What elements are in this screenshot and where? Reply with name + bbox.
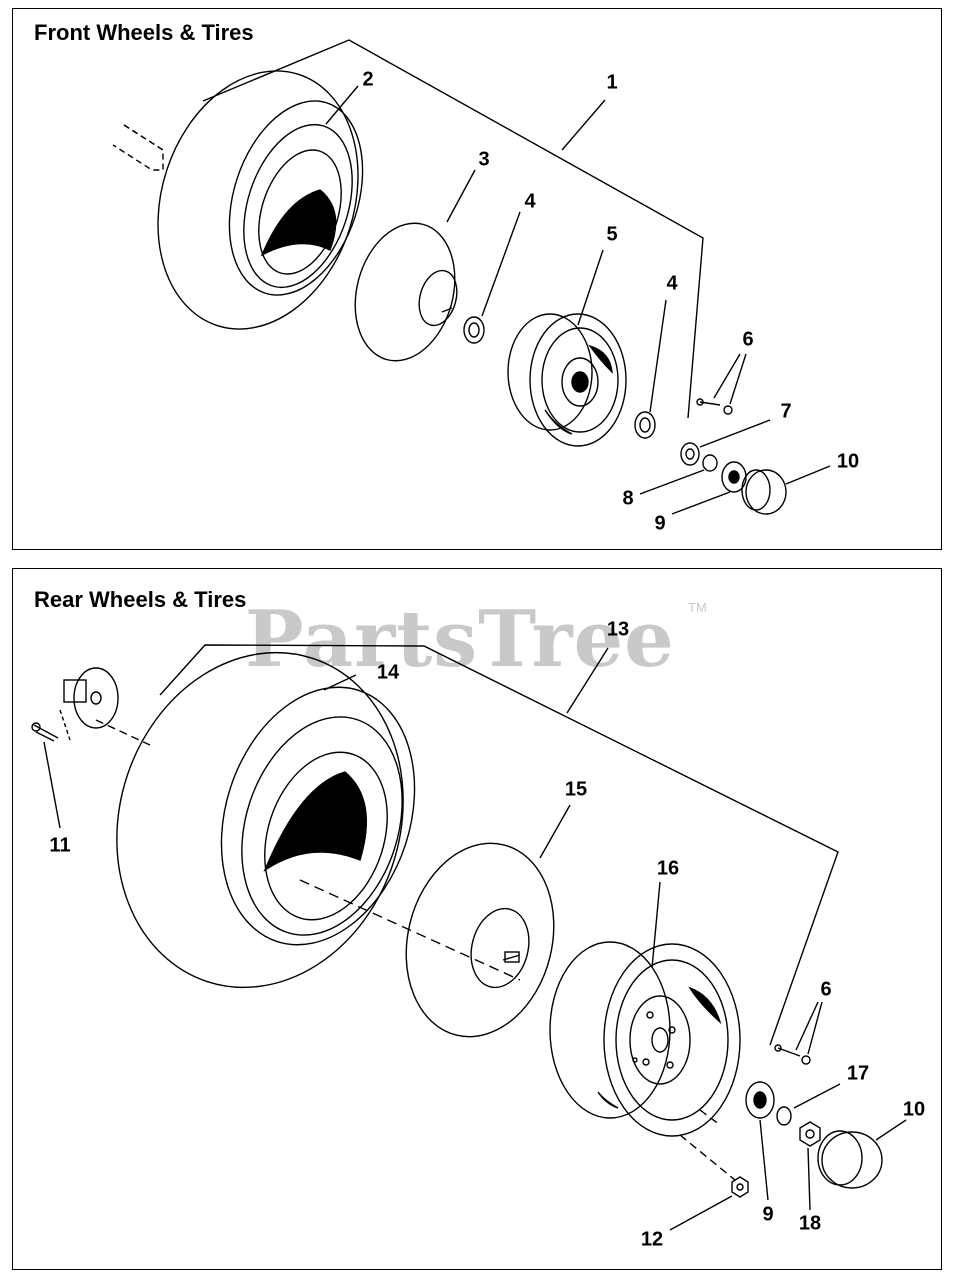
front-seal — [671, 461, 747, 515]
callout-6-rear: 6 — [820, 978, 832, 1001]
callout-17: 17 — [846, 1062, 870, 1085]
front-grease-fitting — [696, 353, 747, 415]
front-tube — [354, 169, 476, 362]
rear-wheels-panel — [12, 568, 942, 1270]
watermark-trademark: TM — [688, 600, 707, 615]
callout-7: 7 — [780, 400, 792, 423]
callout-11: 11 — [49, 834, 71, 857]
rear-seal — [745, 1081, 775, 1201]
callout-14: 14 — [376, 661, 400, 684]
front-bearing-right — [634, 299, 667, 439]
rear-rim — [549, 881, 741, 1181]
front-washer — [680, 419, 771, 466]
callout-18: 18 — [798, 1212, 822, 1235]
callout-4-right: 4 — [666, 272, 678, 295]
rear-grease-fitting — [774, 1001, 823, 1065]
front-panel-title: Front Wheels & Tires — [34, 20, 254, 45]
front-rim — [507, 249, 627, 447]
front-axle-stub — [112, 124, 164, 171]
front-wheels-panel — [12, 8, 942, 550]
rear-panel-title: Rear Wheels & Tires — [34, 587, 247, 612]
rear-washer — [776, 1083, 841, 1126]
callout-2: 2 — [362, 68, 374, 91]
callout-6-front: 6 — [742, 328, 754, 351]
front-tire — [157, 70, 364, 330]
callout-12: 12 — [640, 1228, 664, 1251]
callout-8: 8 — [622, 487, 634, 510]
callout-3: 3 — [478, 148, 490, 171]
callout-13: 13 — [606, 618, 630, 641]
callout-4-left: 4 — [524, 190, 536, 213]
rear-axle-hub — [59, 667, 151, 746]
callout-9-rear: 9 — [762, 1203, 774, 1226]
watermark-logo: PartsTree — [245, 594, 675, 685]
callout-1: 1 — [606, 71, 618, 94]
callout-5: 5 — [606, 223, 618, 246]
rear-tire — [116, 651, 521, 989]
rear-nut — [799, 1121, 821, 1211]
front-hub-cap — [741, 465, 831, 515]
callout-10-front: 10 — [836, 450, 860, 473]
callout-15: 15 — [564, 778, 588, 801]
rear-lug-bolt — [31, 722, 61, 829]
rear-tube — [405, 804, 571, 1038]
rear-lug-nut — [669, 1176, 749, 1231]
front-nut — [639, 454, 718, 495]
callout-9-front: 9 — [654, 512, 666, 535]
front-bearing-left — [463, 211, 521, 344]
rear-hub-cap — [817, 1119, 907, 1189]
callout-16: 16 — [656, 857, 680, 880]
callout-10-rear: 10 — [902, 1098, 926, 1121]
rear-assembly-bracket-line — [159, 644, 839, 1046]
